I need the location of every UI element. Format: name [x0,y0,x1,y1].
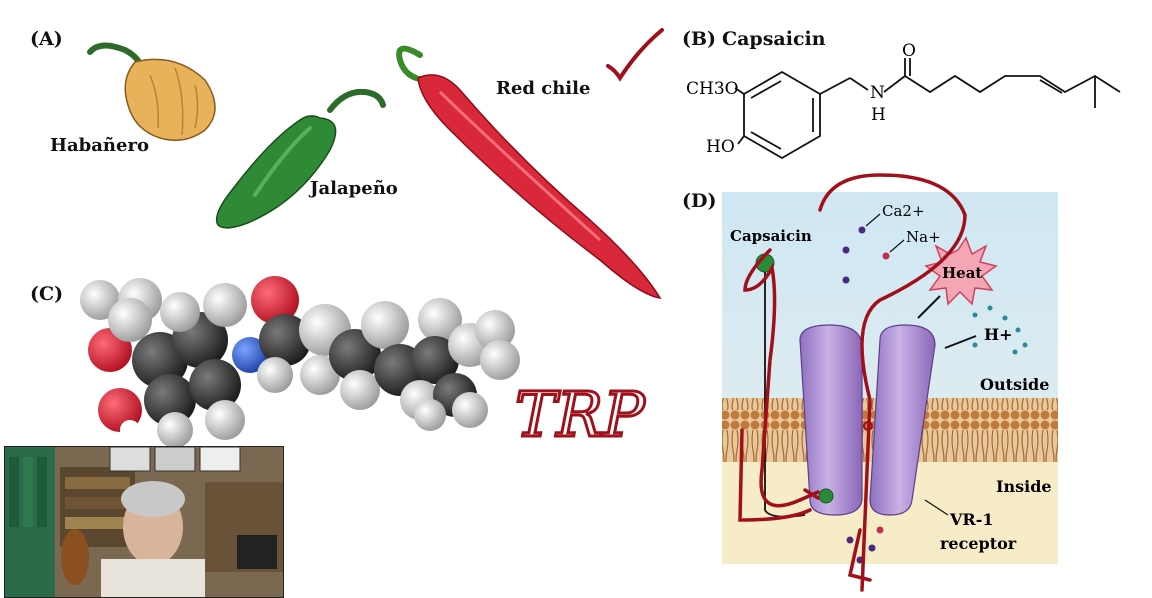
panel-a-label: (A) [30,28,63,50]
ions [842,226,1028,564]
calcium-ion-label: Ca2+ [882,202,925,220]
red-chile-pepper-icon [396,45,662,299]
atom-nitrogen: N [870,83,885,103]
heat-arrow [917,295,941,319]
space-filling-model [80,276,520,448]
habanero-pepper-icon [87,42,216,141]
panel-b-label: (B) [682,28,717,50]
jalapeno-label: Jalapeño [310,178,398,199]
heat-label: Heat [942,264,982,282]
checkmark-annotation-icon [606,28,664,82]
vr1-channel-icon [799,324,936,516]
atom-hydrogen: H [871,105,886,125]
panel-d-label: (D) [682,190,717,212]
habanero-label: Habañero [50,135,149,156]
capsaicin-structure [734,58,1121,160]
hydroxyl-group: HO [706,137,735,157]
bound-capsaicin-icon [818,488,834,504]
presenter-video-frame [5,447,283,597]
receptor-label: receptor [940,534,1017,553]
capsaicin-title: Capsaicin [722,28,826,50]
presenter-webcam [4,446,284,598]
vr1-label: VR-1 [949,510,993,529]
proton-label: H+ [984,325,1013,344]
jalapeno-pepper-icon [215,88,386,229]
inside-label: Inside [996,477,1052,496]
proton-arrow [944,335,977,349]
capsaicin-label: Capsaicin [730,227,812,245]
panel-c-label: (C) [30,283,64,305]
sodium-ion-label: Na+ [906,228,941,246]
outside-label: Outside [980,375,1049,394]
methoxy-group: CH3O [686,79,739,99]
red-chile-label: Red chile [496,78,591,99]
trp-annotation: TRP [515,378,646,451]
atom-oxygen: O [902,41,916,61]
receptor-annotation-scribbles [738,173,967,592]
